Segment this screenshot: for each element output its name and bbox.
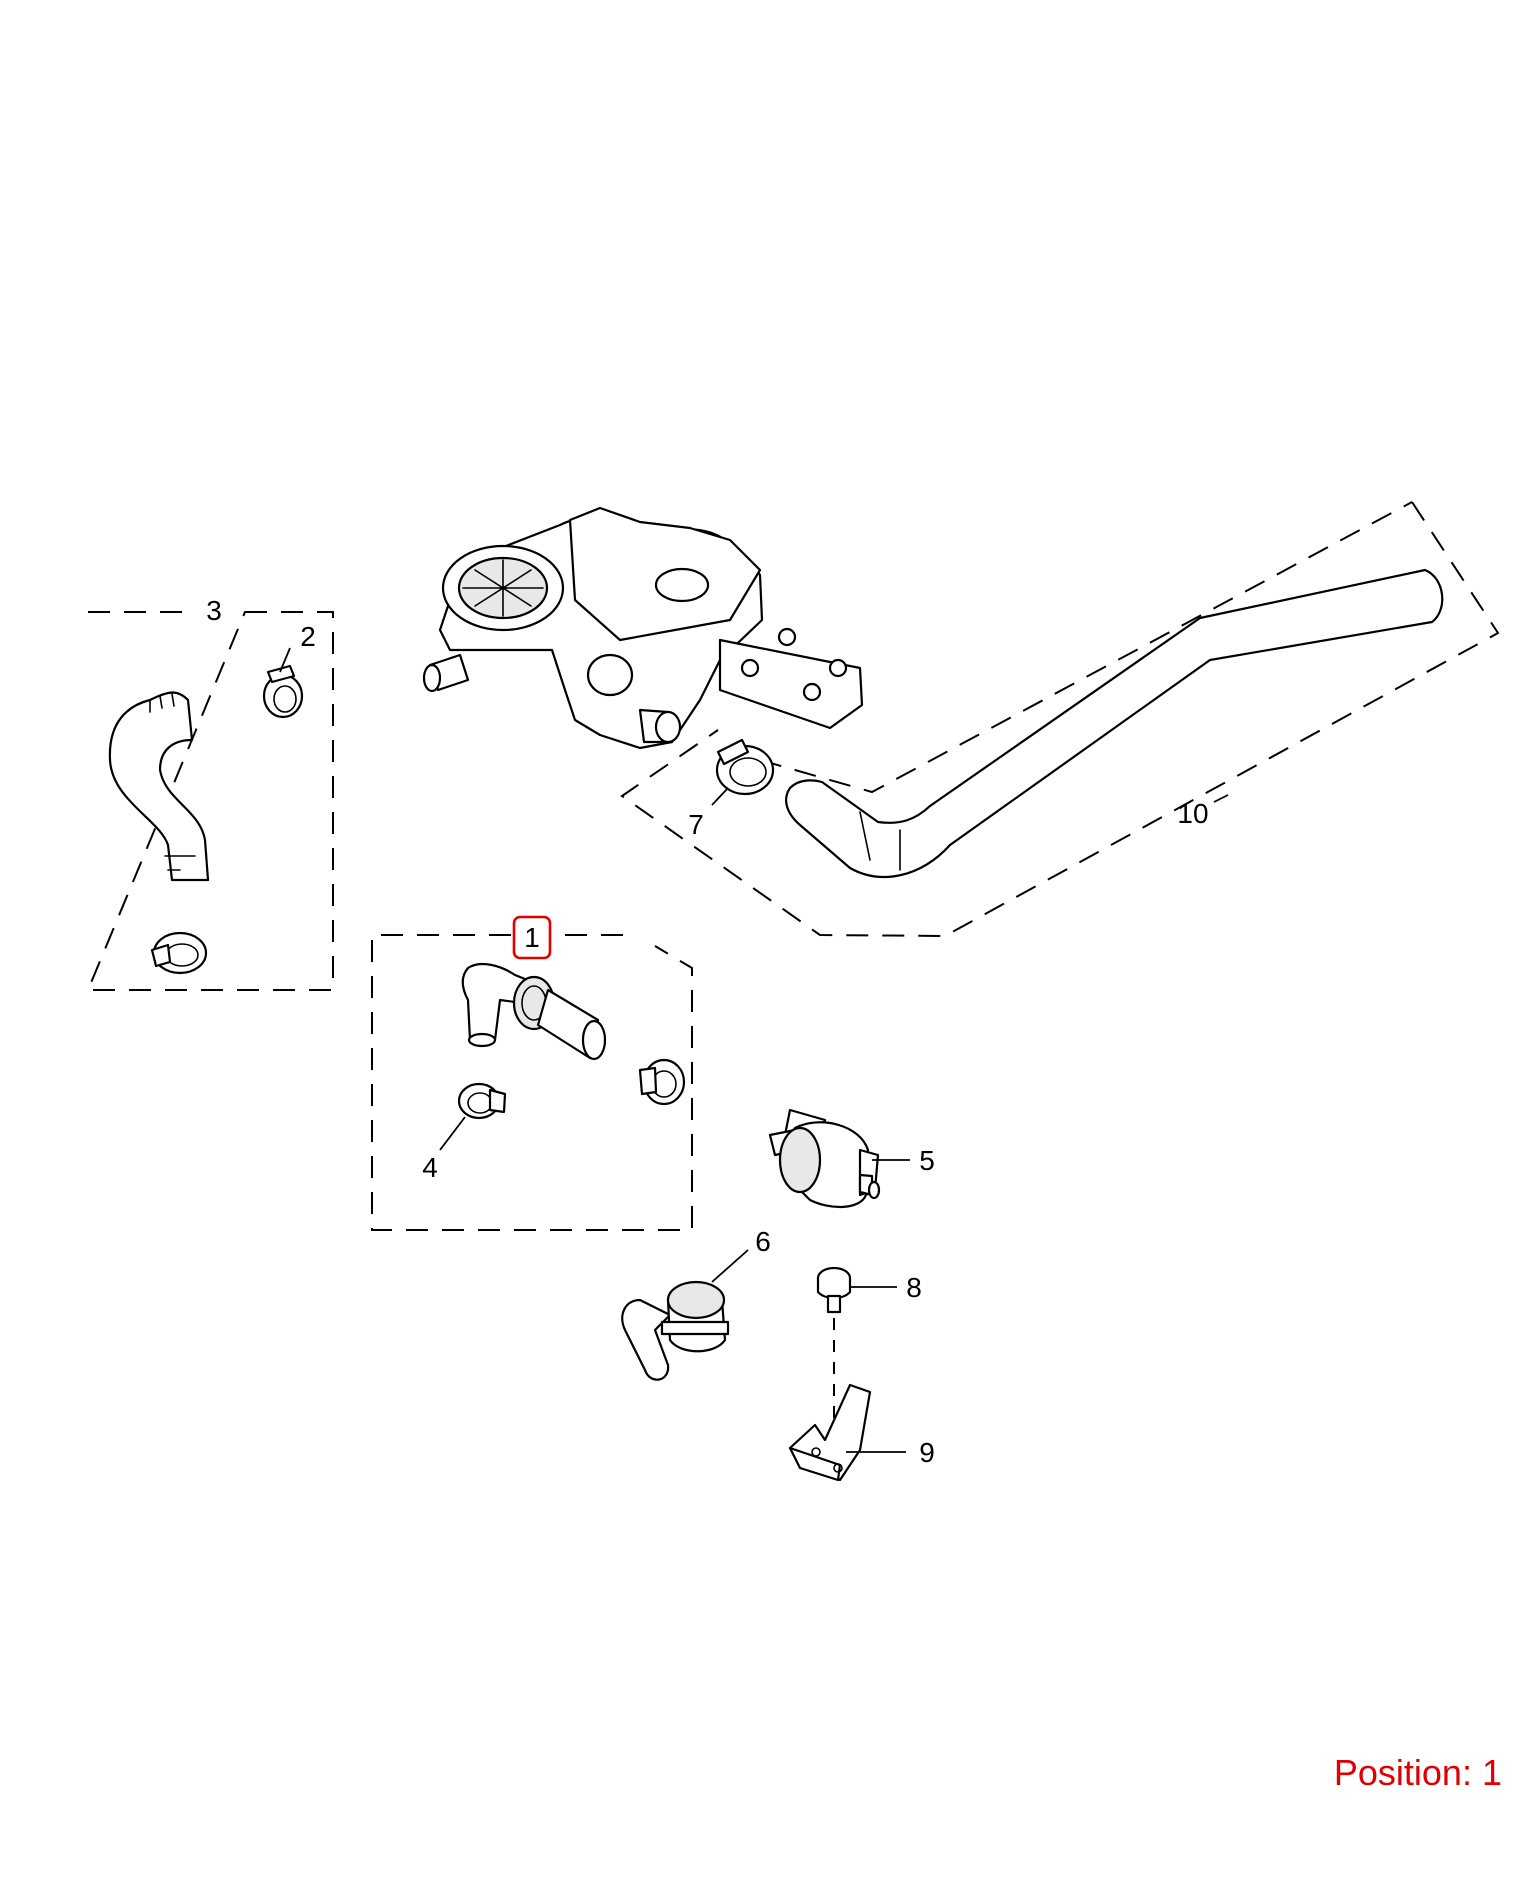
- callout-1-highlight: [512, 915, 552, 960]
- clamp-part-4[interactable]: [457, 1082, 507, 1120]
- callout-4[interactable]: 4: [422, 1152, 438, 1183]
- position-value: 1: [1481, 1752, 1502, 1793]
- clamp-part-2[interactable]: [262, 664, 304, 719]
- group-10-hose-kit: 10: [620, 501, 1500, 938]
- solenoid-valve-part-5[interactable]: [768, 1108, 881, 1209]
- clamp-part-7[interactable]: [715, 738, 775, 796]
- group-3-frame: [86, 611, 334, 991]
- group-3-hose-kit: 3 2: [86, 595, 334, 991]
- bolt-part-8[interactable]: [816, 1266, 852, 1314]
- bracket-part-9[interactable]: [788, 1383, 872, 1482]
- callout-6[interactable]: 6: [755, 1226, 771, 1257]
- position-indicator: Position: 1: [1334, 1752, 1502, 1794]
- clamp-part-3b[interactable]: [150, 931, 208, 975]
- callout-9[interactable]: 9: [919, 1437, 935, 1468]
- hose-part-10[interactable]: [785, 568, 1444, 879]
- callout-10[interactable]: 10: [1177, 798, 1208, 829]
- callout-2[interactable]: 2: [300, 621, 316, 652]
- position-label-text: Position:: [1333, 1752, 1472, 1793]
- group-1-valve-kit: 1 4: [371, 915, 693, 1231]
- connector-part-6[interactable]: [621, 1280, 730, 1381]
- callout-3[interactable]: 3: [206, 595, 222, 626]
- pcv-valve-part[interactable]: [461, 962, 607, 1061]
- callout-8[interactable]: 8: [906, 1272, 922, 1303]
- callout-7[interactable]: 7: [688, 809, 704, 840]
- hose-part-3[interactable]: [108, 691, 210, 882]
- oil-separator-housing[interactable]: [422, 506, 864, 750]
- callout-5[interactable]: 5: [919, 1145, 935, 1176]
- callout-1[interactable]: 1: [524, 922, 540, 953]
- clamp-part-1b[interactable]: [638, 1058, 686, 1106]
